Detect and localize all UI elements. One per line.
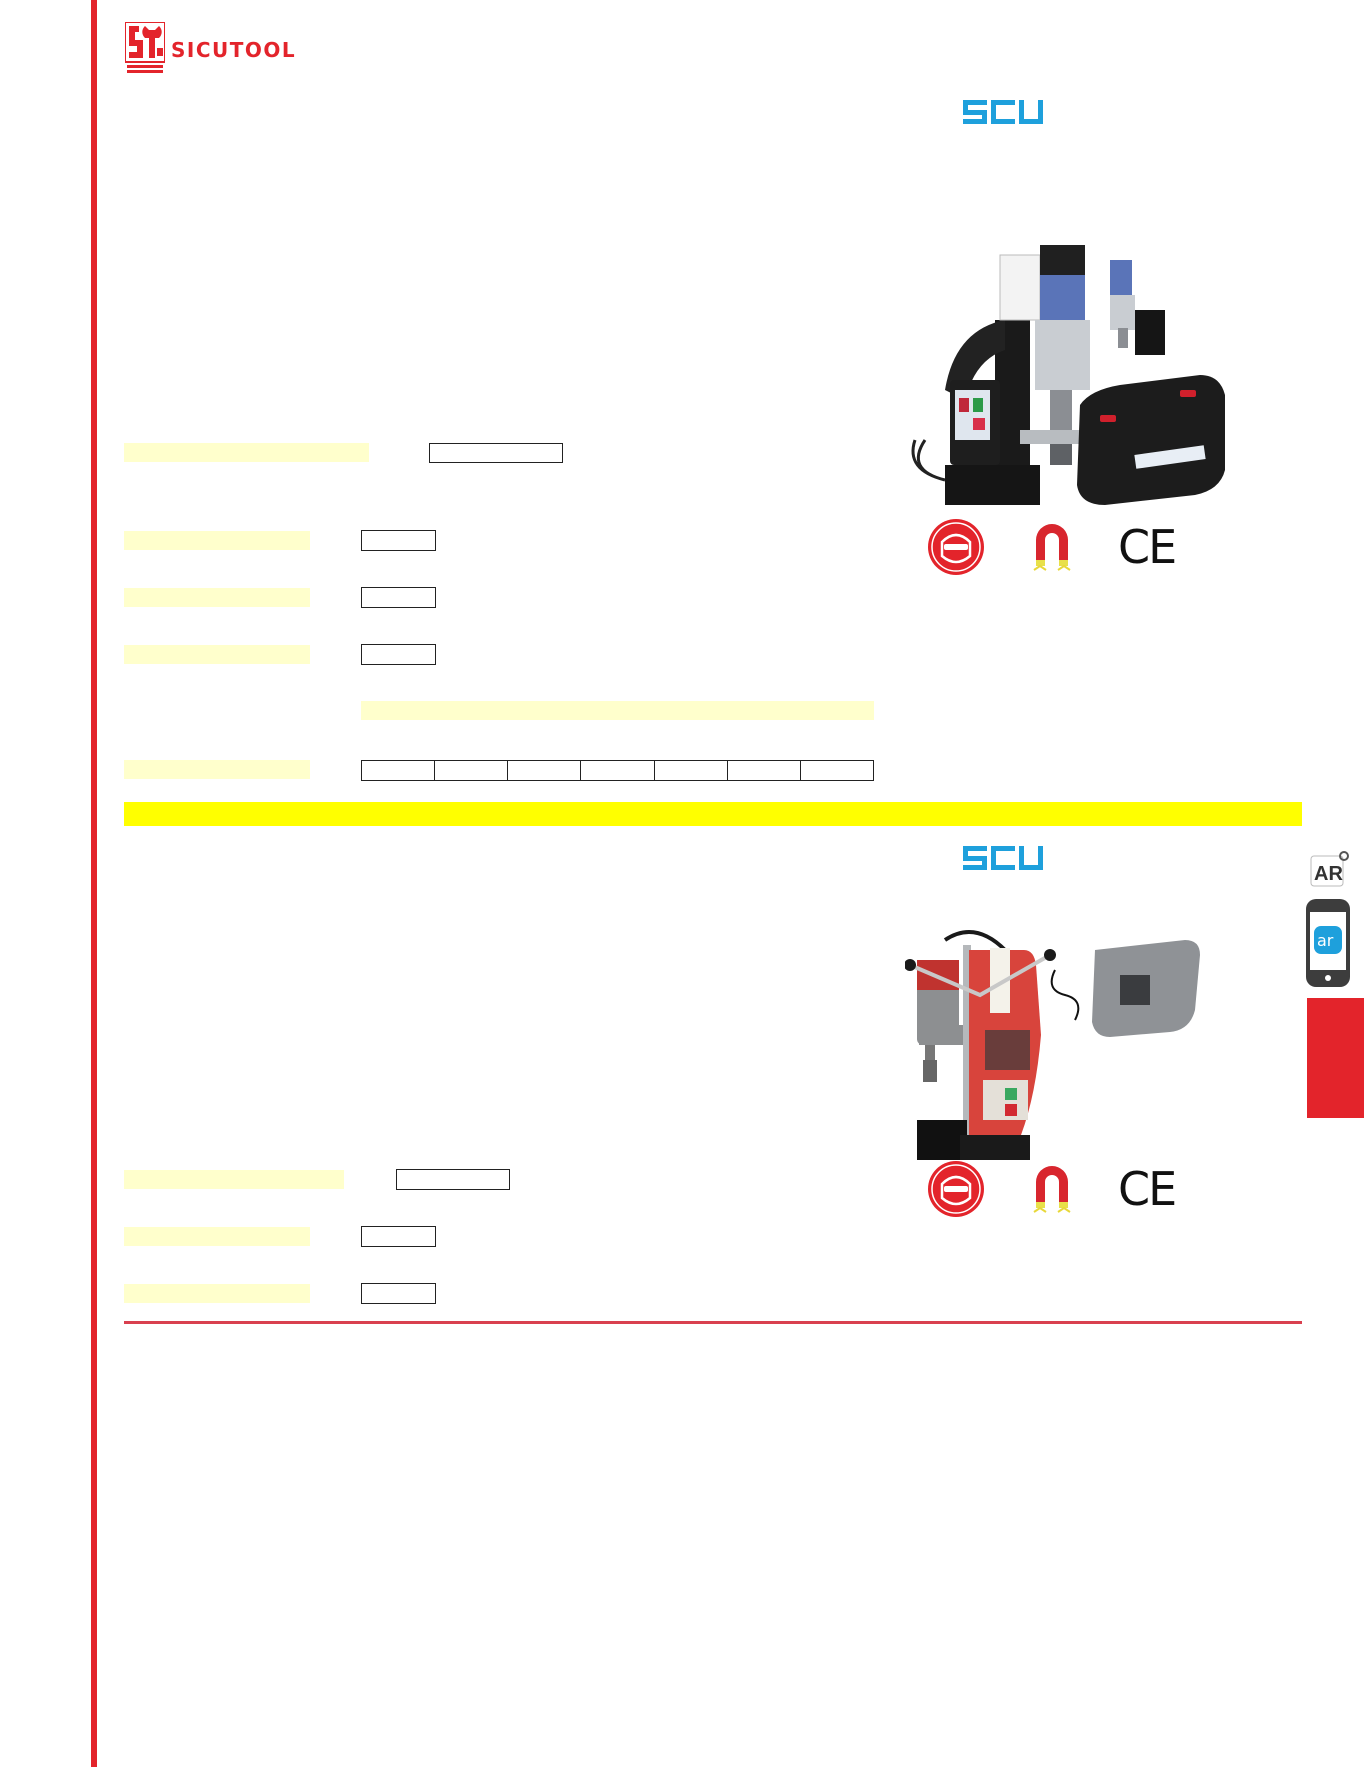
chapter-tab[interactable]: [1307, 998, 1364, 1118]
spec-label-2: [124, 1284, 310, 1303]
ar-app-text: ar: [1317, 931, 1334, 950]
section-divider-band: [124, 802, 1302, 826]
table-row-label: [124, 760, 310, 779]
eye-protection-icon: [928, 519, 984, 575]
model-label: [124, 1170, 344, 1189]
spec-label-1: [124, 1227, 310, 1246]
table-cell[interactable]: [655, 761, 728, 780]
ce-mark-icon: CE: [1118, 520, 1177, 574]
table-cell[interactable]: [435, 761, 509, 780]
table-header-band: [361, 701, 874, 720]
product-image-magnetic-drill-red: [905, 920, 1225, 1165]
magnet-icon: [1033, 1166, 1071, 1213]
spec-label-3: [124, 645, 310, 664]
page-margin-rule: [91, 0, 97, 1767]
eye-protection-icon: [928, 1161, 984, 1217]
table-cell[interactable]: [581, 761, 655, 780]
spec-value-field-2[interactable]: [361, 1283, 436, 1304]
ar-badge-text: AR: [1314, 863, 1343, 885]
spec-label-1: [124, 531, 310, 550]
spec-label-2: [124, 588, 310, 607]
sicutool-logo: SICUTOOL: [125, 22, 325, 74]
table-cell[interactable]: [362, 761, 436, 780]
magnet-icon: [1033, 524, 1071, 571]
table-cell[interactable]: [728, 761, 801, 780]
table-cell[interactable]: [801, 761, 873, 780]
scu-supplier-logo: [963, 100, 1043, 124]
value-table-row: [361, 760, 874, 781]
table-cell[interactable]: [508, 761, 582, 780]
model-value-field[interactable]: [396, 1169, 510, 1190]
spec-value-field-2[interactable]: [361, 587, 436, 608]
spec-value-field-1[interactable]: [361, 530, 436, 551]
spec-value-field-3[interactable]: [361, 644, 436, 665]
ce-mark-icon: CE: [1118, 1162, 1177, 1216]
brand-name: SICUTOOL: [171, 38, 297, 62]
model-label: [124, 443, 369, 462]
product-image-magnetic-drill-blue: [905, 240, 1225, 508]
model-value-field[interactable]: [429, 443, 563, 463]
ar-app-phone-icon[interactable]: ar: [1305, 898, 1351, 988]
sicutool-mark-icon: [125, 22, 165, 73]
section-end-rule: [124, 1321, 1302, 1324]
ar-badge-icon[interactable]: AR: [1310, 850, 1350, 888]
scu-supplier-logo: [963, 846, 1043, 870]
spec-value-field-1[interactable]: [361, 1226, 436, 1247]
